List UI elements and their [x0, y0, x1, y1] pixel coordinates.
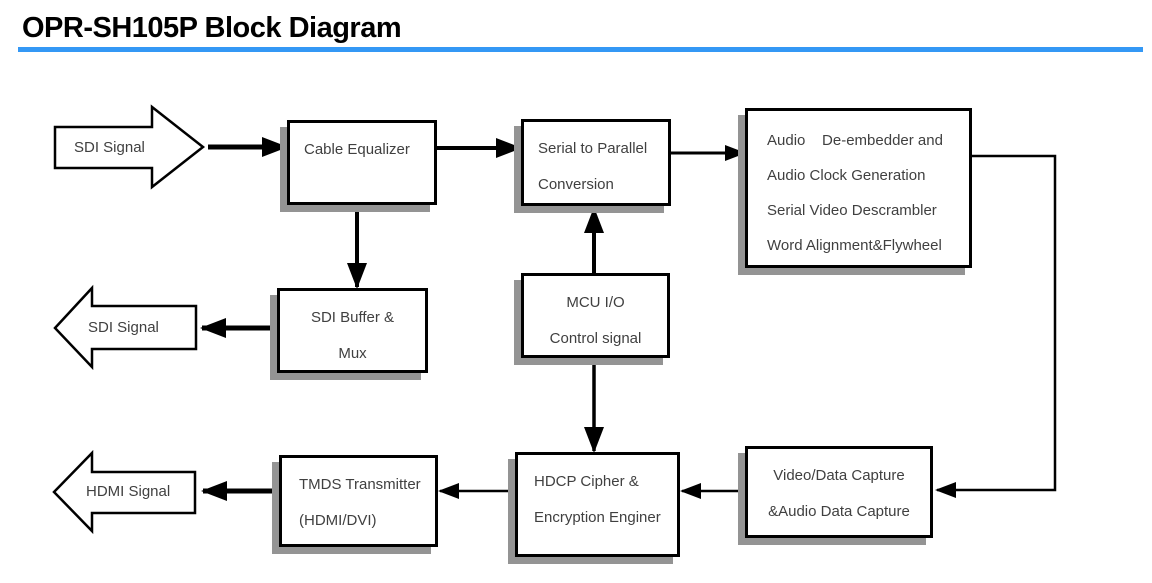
box-text-line: Conversion	[538, 176, 614, 193]
box-text-line: Serial to Parallel	[538, 140, 648, 157]
box-audio-deembedder: Audio De-embedder and Audio Clock Genera…	[745, 108, 972, 268]
box-text-line: SDI Buffer &	[310, 309, 395, 326]
box-text-line: Audio De-embedder and	[767, 132, 943, 149]
sdi-output-arrow-shape	[53, 284, 198, 371]
box-hdcp-cipher: HDCP Cipher & Encryption Enginer	[515, 452, 680, 557]
connector-audio-to-video	[935, 154, 1057, 498]
box-text-line: Control signal	[549, 330, 642, 347]
box-text-line: &Audio Data Capture	[768, 503, 910, 520]
box-text-line: Cable Equalizer	[304, 141, 410, 158]
sdi-input-label: SDI Signal	[74, 139, 145, 156]
box-mcu-io: MCU I/O Control signal	[521, 273, 670, 358]
box-text-line: (HDMI/DVI)	[299, 512, 377, 529]
box-cable-equalizer: Cable Equalizer	[287, 120, 437, 205]
title-underline	[18, 47, 1143, 52]
box-text-line: MCU I/O	[566, 294, 625, 311]
hdmi-output-label: HDMI Signal	[86, 483, 171, 500]
box-serial-to-parallel: Serial to Parallel Conversion	[521, 119, 671, 206]
sdi-input-arrow-shape	[53, 104, 206, 190]
box-text-line: Word Alignment&Flywheel	[767, 237, 942, 254]
box-text-line: Serial Video Descrambler	[767, 202, 937, 219]
box-text-line: Video/Data Capture	[773, 467, 905, 484]
box-sdi-buffer-mux: SDI Buffer & Mux	[277, 288, 428, 373]
box-text-line: HDCP Cipher &	[534, 473, 639, 490]
box-text-line: TMDS Transmitter	[299, 476, 421, 493]
page-title: OPR-SH105P Block Diagram	[22, 12, 402, 44]
box-text-line: Encryption Enginer	[534, 509, 661, 526]
hdmi-output-arrow-shape	[52, 449, 197, 535]
box-tmds-transmitter: TMDS Transmitter (HDMI/DVI)	[279, 455, 438, 547]
sdi-output-label: SDI Signal	[88, 319, 159, 336]
box-text-line: Audio Clock Generation	[767, 167, 926, 184]
box-video-data-capture: Video/Data Capture &Audio Data Capture	[745, 446, 933, 538]
box-text-line: Mux	[338, 345, 367, 362]
